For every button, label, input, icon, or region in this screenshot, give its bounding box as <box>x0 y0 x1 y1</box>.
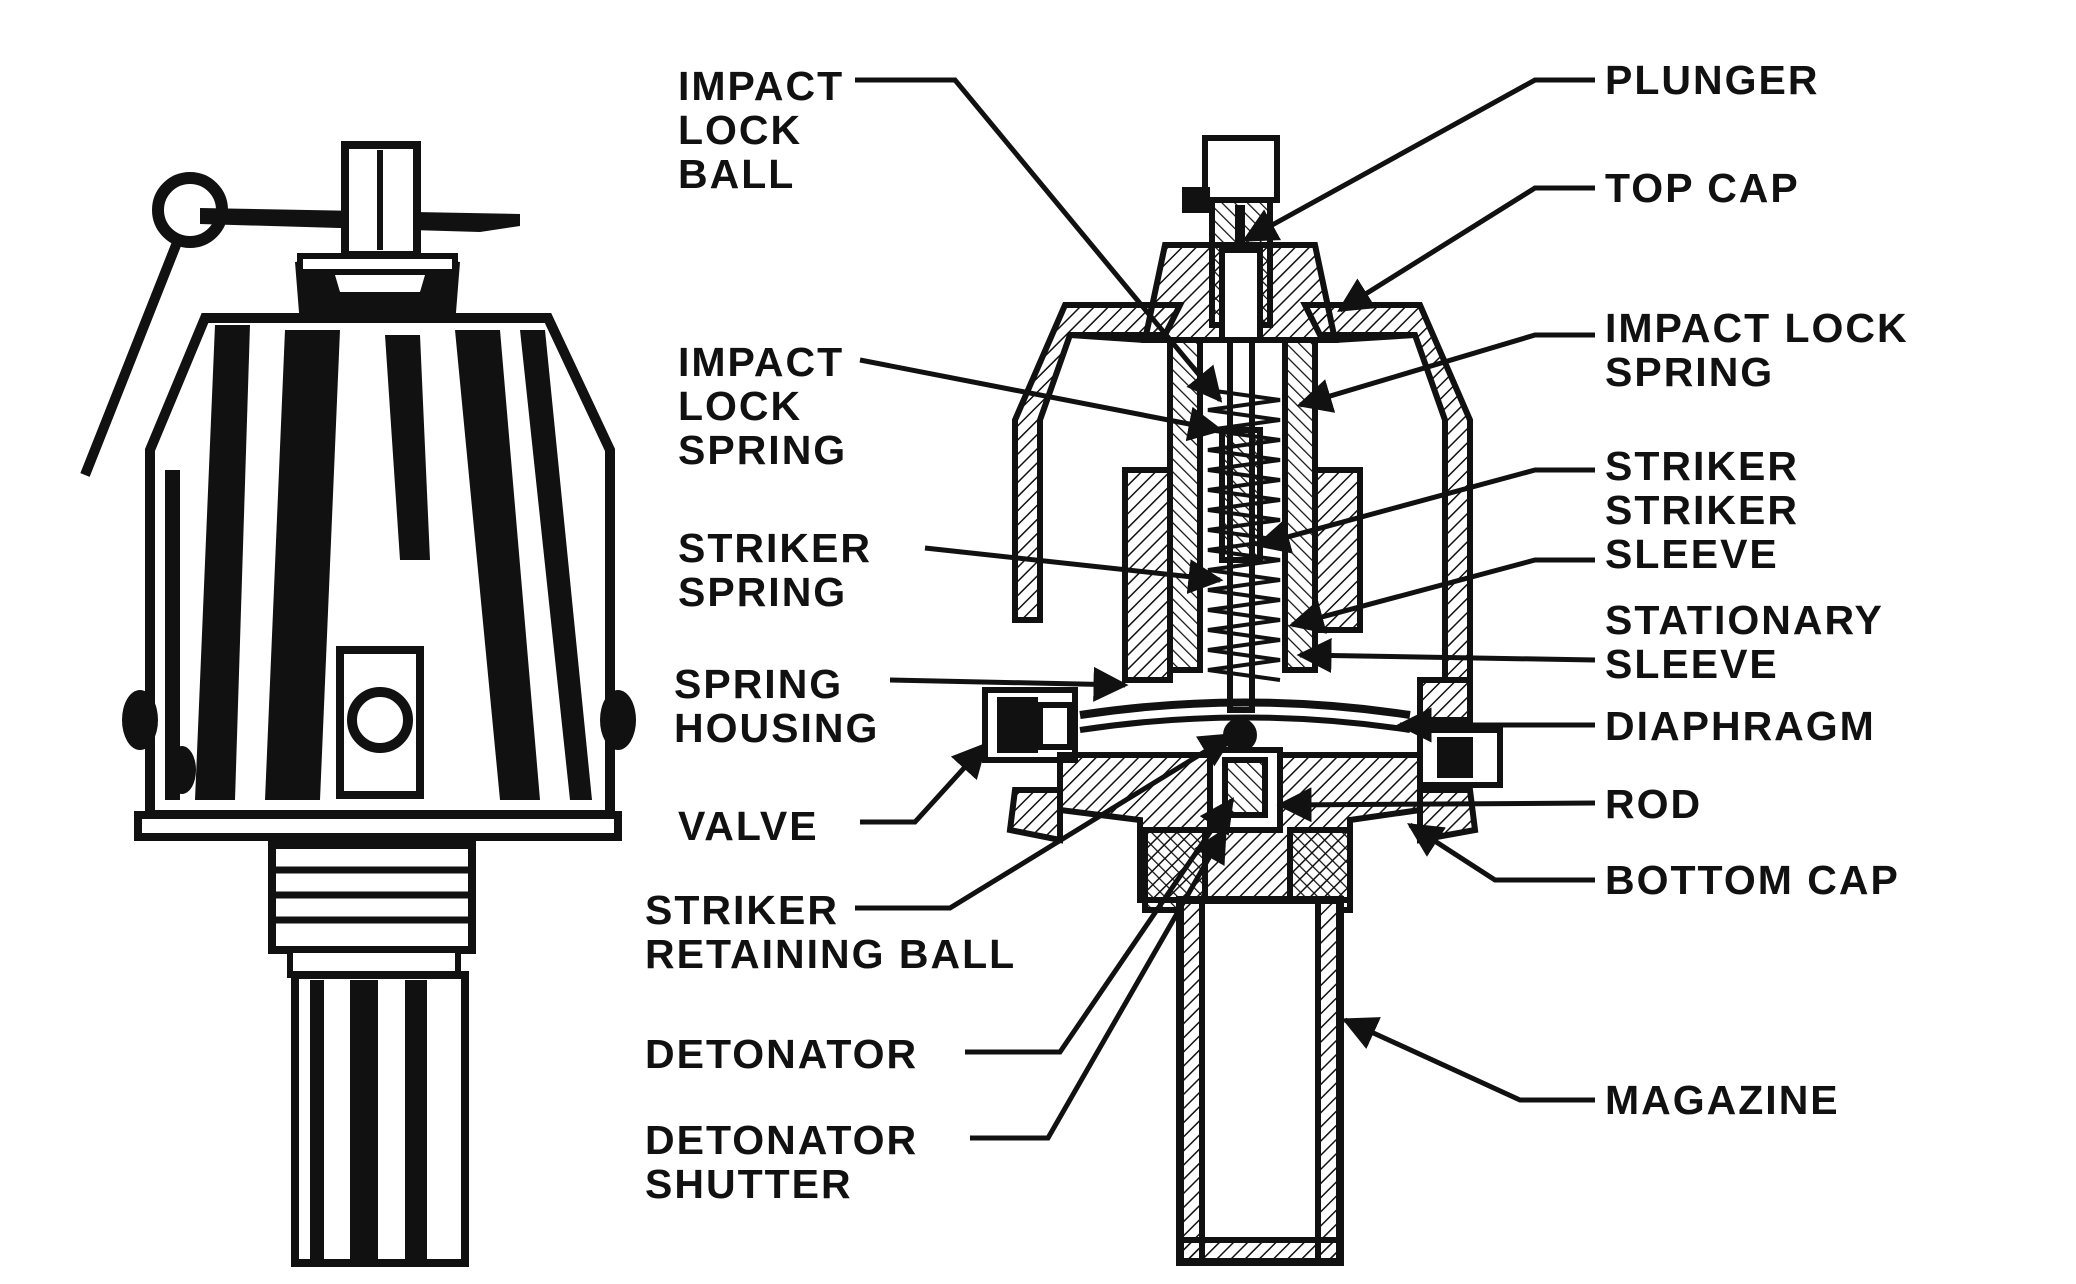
label-detonator: DETONATOR <box>645 1031 919 1077</box>
label-stationary-sleeve: STATIONARY SLEEVE <box>1605 597 1884 687</box>
label-striker-spring: STRIKER SPRING <box>678 525 872 615</box>
label-striker-retaining-ball: STRIKER RETAINING BALL <box>645 887 1017 977</box>
leader-stationary-sleeve <box>1296 638 1596 674</box>
leader-detonator-shutter <box>970 826 1228 1141</box>
fuze-exterior-view <box>80 141 636 1267</box>
label-top-cap: TOP CAP <box>1605 165 1800 211</box>
exterior-flange <box>134 811 622 841</box>
leader-valve <box>860 742 988 825</box>
label-diaphragm: DIAPHRAGM <box>1605 703 1876 749</box>
leader-impact-lock-spring-right <box>1296 332 1595 413</box>
leader-detonator <box>965 797 1235 1055</box>
label-striker-striker-sleeve: STRIKER STRIKER SLEEVE <box>1605 443 1799 577</box>
label-bottom-cap: BOTTOM CAP <box>1605 857 1900 903</box>
label-impact-lock-ball: IMPACT LOCK BALL <box>678 63 845 197</box>
exterior-top-cap <box>295 258 460 325</box>
leader-magazine <box>1341 1017 1595 1103</box>
leader-top-cap <box>1337 185 1595 313</box>
leader-rod <box>1276 787 1596 823</box>
leader-striker-striker-sleeve-1 <box>1254 467 1595 554</box>
leader-impact-lock-ball <box>855 77 1223 403</box>
label-spring-housing: SPRING HOUSING <box>674 661 880 751</box>
section-magazine <box>1176 896 1344 1266</box>
label-detonator-shutter: DETONATOR SHUTTER <box>645 1117 919 1207</box>
label-plunger: PLUNGER <box>1605 57 1820 103</box>
section-plunger-head <box>1202 135 1280 203</box>
leader-impact-lock-spring-left <box>859 357 1224 442</box>
label-magazine: MAGAZINE <box>1605 1077 1840 1123</box>
leader-striker-striker-sleeve-2 <box>1288 557 1595 634</box>
leader-bottom-cap <box>1407 822 1595 883</box>
leader-lines <box>855 77 1596 1141</box>
fuze-section-view <box>982 135 1503 1266</box>
leader-spring-housing <box>889 666 1129 702</box>
label-impact-lock-spring-left: IMPACT LOCK SPRING <box>678 339 848 473</box>
label-rod: ROD <box>1605 781 1703 827</box>
leader-striker-spring <box>924 545 1224 595</box>
leader-plunger <box>1241 77 1595 243</box>
label-impact-lock-spring-right: IMPACT LOCK SPRING <box>1605 305 1909 395</box>
section-body-shell <box>1012 302 1185 623</box>
label-valve: VALVE <box>678 803 819 849</box>
section-diaphragm <box>1079 698 1411 719</box>
pull-wire <box>80 233 185 477</box>
leader-striker-retaining-ball <box>855 732 1235 911</box>
